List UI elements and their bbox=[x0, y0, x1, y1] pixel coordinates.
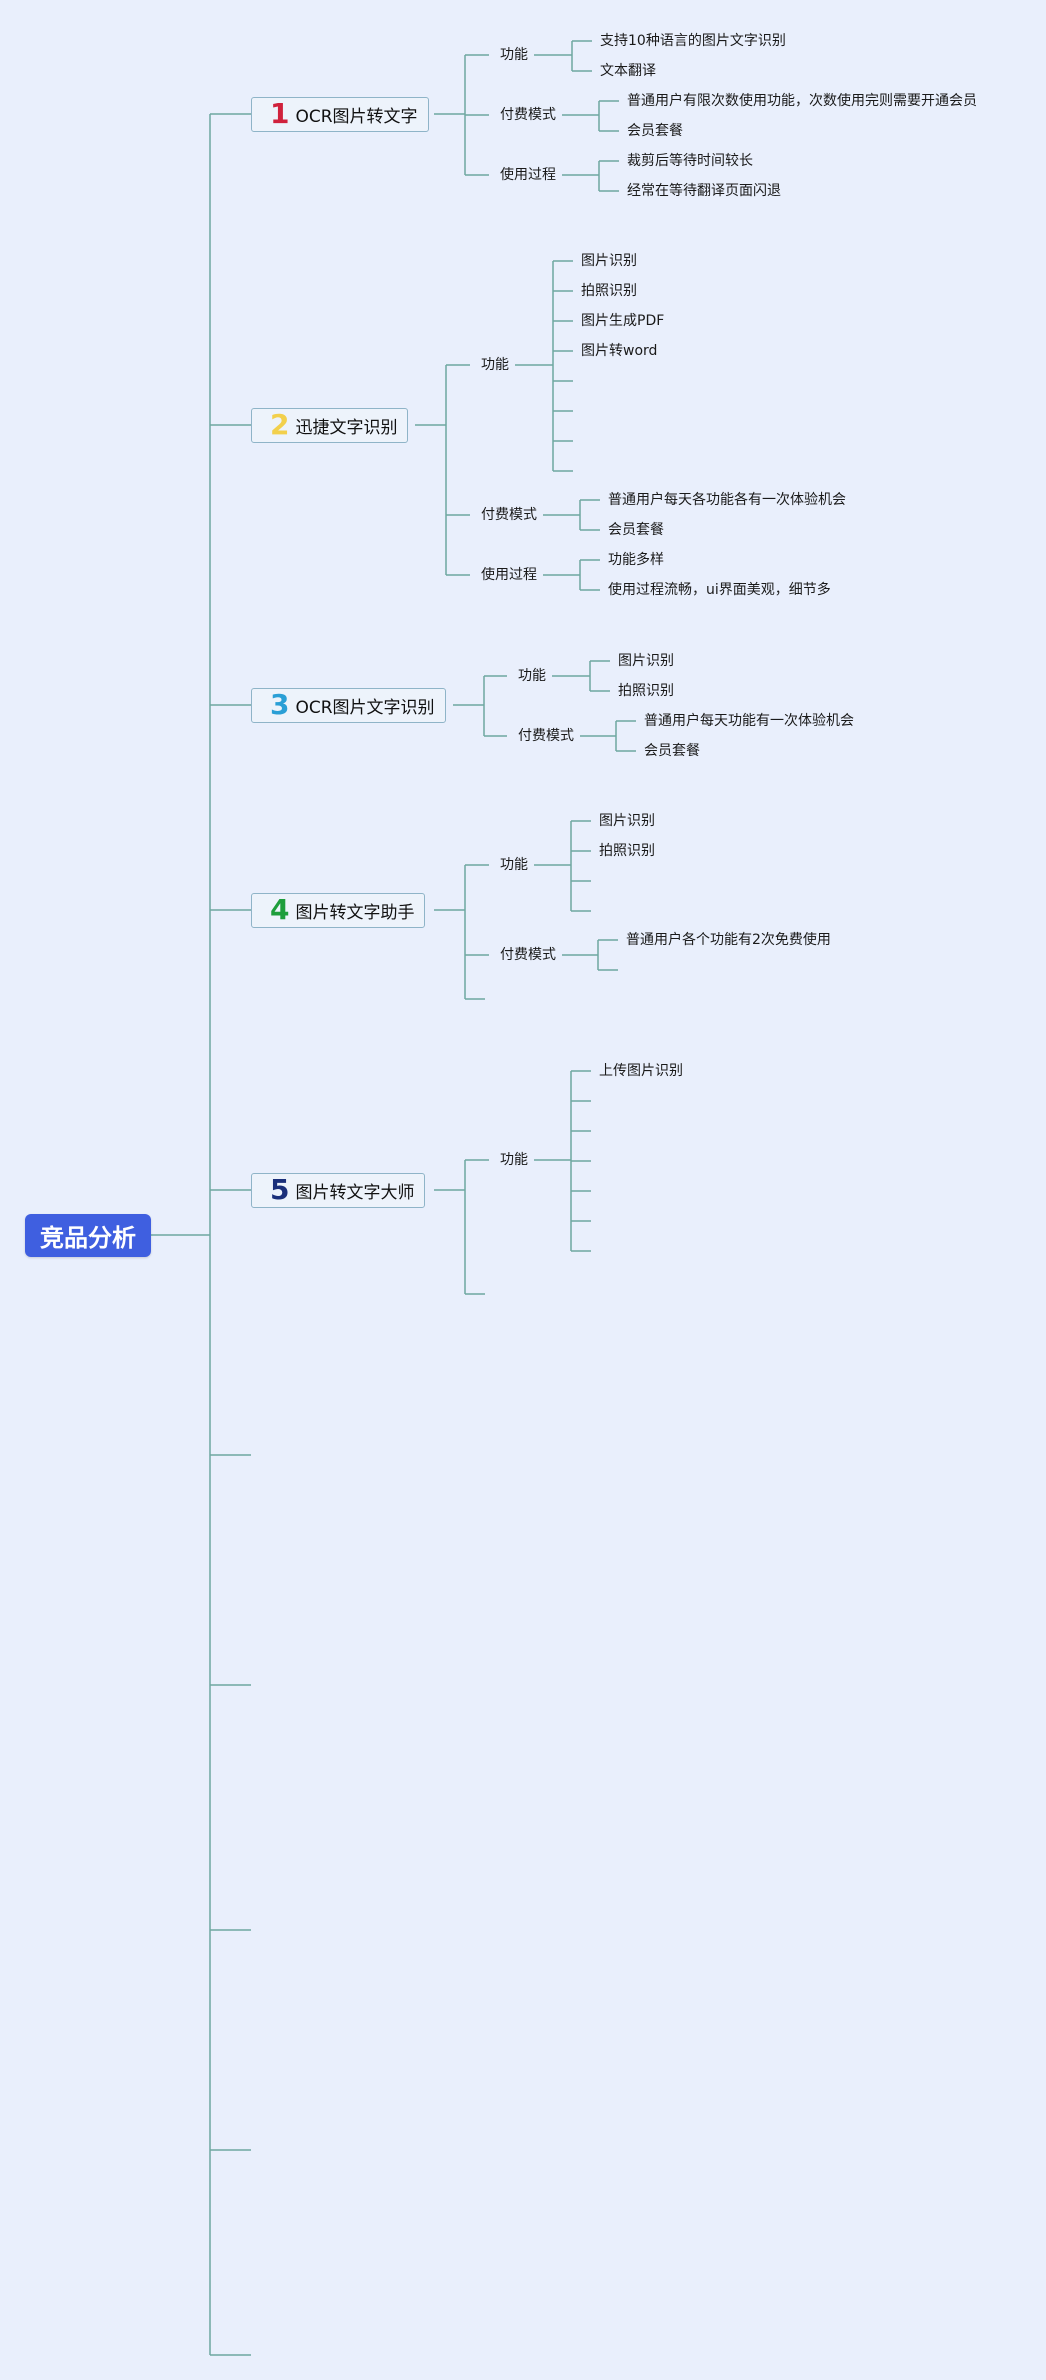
product-name: 图片转文字大师 bbox=[295, 1182, 415, 1203]
category-label[interactable]: 功能 bbox=[518, 668, 546, 684]
category-label[interactable]: 使用过程 bbox=[500, 167, 556, 183]
leaf-label[interactable]: 功能多样 bbox=[608, 552, 664, 568]
leaf-label[interactable]: 普通用户有限次数使用功能，次数使用完则需要开通会员 bbox=[627, 93, 977, 109]
leaf-label[interactable]: 普通用户每天功能有一次体验机会 bbox=[644, 713, 854, 729]
category-label[interactable]: 付费模式 bbox=[500, 107, 556, 123]
product-name: OCR图片转文字 bbox=[295, 106, 418, 127]
product-name: OCR图片文字识别 bbox=[295, 697, 435, 718]
product-number: 3 bbox=[270, 688, 290, 721]
category-label[interactable]: 付费模式 bbox=[518, 728, 574, 744]
leaf-label[interactable]: 支持10种语言的图片文字识别 bbox=[600, 33, 786, 49]
leaf-label[interactable]: 拍照识别 bbox=[618, 683, 674, 699]
leaf-label[interactable]: 裁剪后等待时间较长 bbox=[627, 153, 753, 169]
category-label[interactable]: 功能 bbox=[500, 47, 528, 63]
leaf-label[interactable]: 经常在等待翻译页面闪退 bbox=[627, 183, 781, 199]
root-node[interactable]: 竞品分析 bbox=[25, 1214, 151, 1257]
category-label[interactable]: 功能 bbox=[481, 357, 509, 373]
leaf-label[interactable]: 图片识别 bbox=[618, 653, 674, 669]
category-label[interactable]: 付费模式 bbox=[481, 507, 537, 523]
product-name: 图片转文字助手 bbox=[295, 902, 415, 923]
leaf-label[interactable]: 普通用户每天各功能各有一次体验机会 bbox=[608, 492, 846, 508]
category-label[interactable]: 使用过程 bbox=[481, 567, 537, 583]
category-label[interactable]: 功能 bbox=[500, 1152, 528, 1168]
product-number: 1 bbox=[270, 97, 290, 130]
leaf-label[interactable]: 普通用户各个功能有2次免费使用 bbox=[626, 932, 831, 948]
leaf-label[interactable]: 图片生成PDF bbox=[581, 313, 665, 329]
leaf-label[interactable]: 图片识别 bbox=[599, 813, 655, 829]
leaf-label[interactable]: 拍照识别 bbox=[599, 843, 655, 859]
leaf-label[interactable]: 图片识别 bbox=[581, 253, 637, 269]
leaf-label[interactable]: 使用过程流畅，ui界面美观，细节多 bbox=[608, 582, 831, 598]
leaf-label[interactable]: 上传图片识别 bbox=[599, 1063, 683, 1079]
product-number: 5 bbox=[270, 1173, 290, 1206]
product-number: 4 bbox=[270, 893, 290, 926]
category-label[interactable]: 功能 bbox=[500, 857, 528, 873]
leaf-label[interactable]: 图片转word bbox=[581, 343, 658, 359]
product-number: 2 bbox=[270, 408, 290, 441]
category-label[interactable]: 付费模式 bbox=[500, 947, 556, 963]
leaf-label[interactable]: 拍照识别 bbox=[581, 283, 637, 299]
leaf-label[interactable]: 会员套餐 bbox=[627, 123, 683, 139]
leaf-label[interactable]: 文本翻译 bbox=[600, 63, 656, 79]
leaf-label[interactable]: 会员套餐 bbox=[608, 522, 664, 538]
leaf-label[interactable]: 会员套餐 bbox=[644, 743, 700, 759]
root-label: 竞品分析 bbox=[40, 1224, 136, 1252]
product-name: 迅捷文字识别 bbox=[295, 417, 398, 438]
